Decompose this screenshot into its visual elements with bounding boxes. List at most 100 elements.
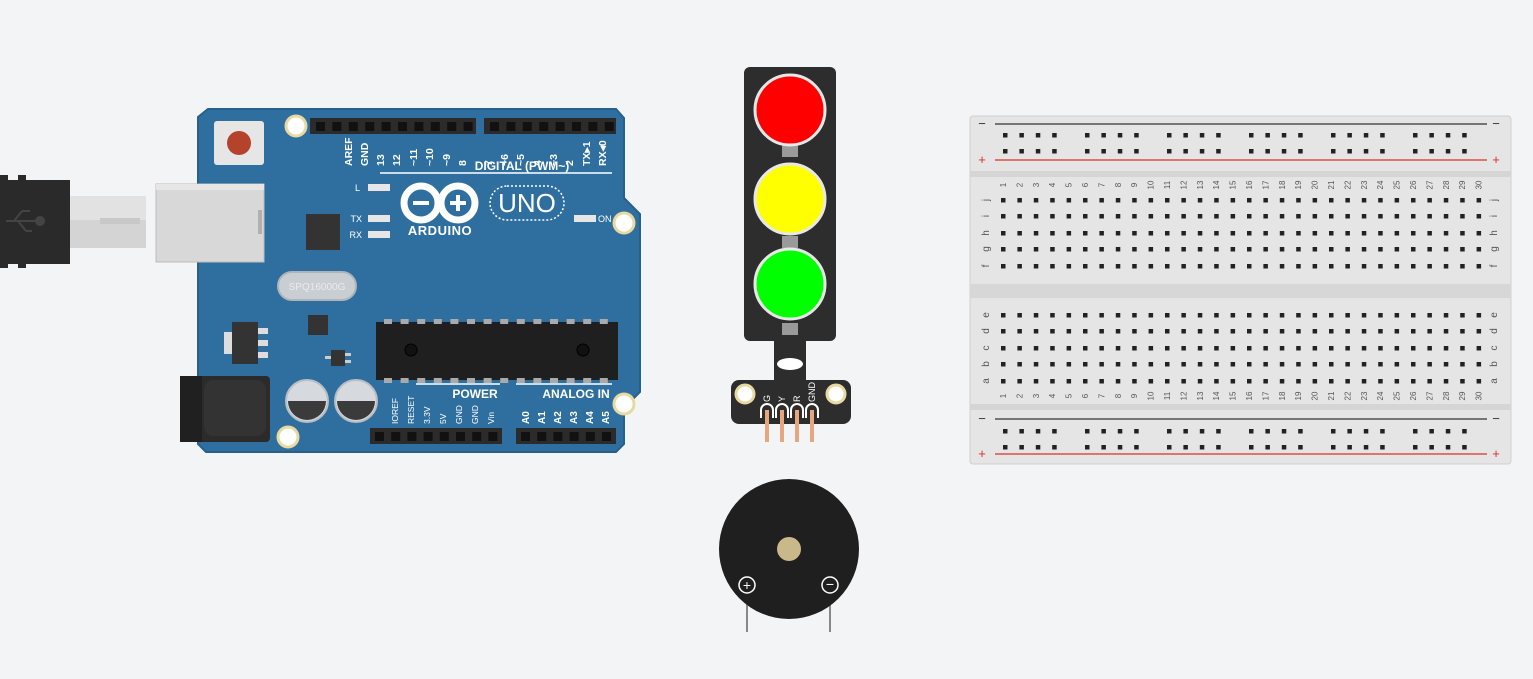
breadboard-hole[interactable] bbox=[1050, 379, 1055, 384]
traffic-light-pin[interactable] bbox=[780, 410, 784, 442]
breadboard-hole[interactable] bbox=[1427, 346, 1432, 351]
breadboard-hole[interactable] bbox=[1296, 198, 1301, 203]
rail-hole[interactable] bbox=[1199, 149, 1205, 154]
breadboard-hole[interactable] bbox=[1165, 346, 1170, 351]
digital-socket[interactable] bbox=[430, 122, 440, 131]
rail-hole[interactable] bbox=[1445, 429, 1451, 434]
breadboard-hole[interactable] bbox=[1197, 231, 1203, 236]
breadboard-hole[interactable] bbox=[1017, 313, 1022, 318]
breadboard-hole[interactable] bbox=[1296, 247, 1301, 252]
breadboard-hole[interactable] bbox=[1312, 231, 1318, 236]
breadboard-hole[interactable] bbox=[1214, 264, 1219, 269]
breadboard-hole[interactable] bbox=[1001, 264, 1006, 269]
rail-hole[interactable] bbox=[1117, 149, 1123, 154]
breadboard-hole[interactable] bbox=[1197, 329, 1203, 334]
rail-hole[interactable] bbox=[1199, 133, 1205, 138]
breadboard-hole[interactable] bbox=[1443, 362, 1449, 367]
breadboard-hole[interactable] bbox=[1066, 247, 1072, 252]
rail-hole[interactable] bbox=[1281, 149, 1287, 154]
rail-hole[interactable] bbox=[1249, 133, 1254, 138]
breadboard-hole[interactable] bbox=[1148, 214, 1154, 219]
breadboard-hole[interactable] bbox=[1050, 231, 1055, 236]
breadboard-hole[interactable] bbox=[1197, 346, 1203, 351]
rail-hole[interactable] bbox=[1462, 133, 1467, 138]
breadboard-hole[interactable] bbox=[1214, 346, 1219, 351]
breadboard-hole[interactable] bbox=[1296, 346, 1301, 351]
breadboard-hole[interactable] bbox=[1230, 198, 1236, 203]
rail-hole[interactable] bbox=[1331, 445, 1336, 450]
rail-hole[interactable] bbox=[1380, 445, 1385, 450]
breadboard-hole[interactable] bbox=[1476, 231, 1482, 236]
power-socket[interactable] bbox=[472, 432, 482, 441]
rail-hole[interactable] bbox=[1429, 133, 1434, 138]
breadboard-hole[interactable] bbox=[1050, 313, 1055, 318]
breadboard-hole[interactable] bbox=[1247, 379, 1252, 384]
breadboard-hole[interactable] bbox=[1312, 379, 1318, 384]
breadboard-hole[interactable] bbox=[1066, 313, 1072, 318]
breadboard-hole[interactable] bbox=[1427, 247, 1432, 252]
breadboard-hole[interactable] bbox=[1312, 362, 1318, 367]
rail-hole[interactable] bbox=[1216, 149, 1221, 154]
breadboard-hole[interactable] bbox=[1476, 329, 1482, 334]
breadboard-hole[interactable] bbox=[1263, 231, 1268, 236]
breadboard-hole[interactable] bbox=[1427, 379, 1432, 384]
breadboard-hole[interactable] bbox=[1443, 198, 1449, 203]
breadboard-hole[interactable] bbox=[1378, 346, 1383, 351]
breadboard-hole[interactable] bbox=[1066, 198, 1072, 203]
breadboard-hole[interactable] bbox=[1099, 264, 1104, 269]
digital-socket[interactable] bbox=[381, 122, 391, 131]
rail-hole[interactable] bbox=[1413, 429, 1418, 434]
breadboard-hole[interactable] bbox=[1394, 247, 1400, 252]
breadboard-hole[interactable] bbox=[1083, 247, 1088, 252]
breadboard-hole[interactable] bbox=[1181, 198, 1186, 203]
digital-socket[interactable] bbox=[316, 122, 325, 131]
breadboard-hole[interactable] bbox=[1033, 231, 1039, 236]
breadboard-hole[interactable] bbox=[1329, 214, 1334, 219]
breadboard-hole[interactable] bbox=[1181, 362, 1186, 367]
rail-hole[interactable] bbox=[1413, 149, 1418, 154]
rail-hole[interactable] bbox=[1462, 445, 1467, 450]
breadboard-hole[interactable] bbox=[1411, 346, 1416, 351]
breadboard-hole[interactable] bbox=[1197, 313, 1203, 318]
breadboard-hole[interactable] bbox=[1017, 264, 1022, 269]
breadboard-hole[interactable] bbox=[1345, 313, 1350, 318]
breadboard-hole[interactable] bbox=[1230, 214, 1236, 219]
rail-hole[interactable] bbox=[1003, 445, 1008, 450]
digital-socket[interactable] bbox=[365, 122, 375, 131]
breadboard-hole[interactable] bbox=[1247, 329, 1252, 334]
breadboard-hole[interactable] bbox=[1033, 198, 1039, 203]
breadboard-hole[interactable] bbox=[1378, 214, 1383, 219]
breadboard-hole[interactable] bbox=[1460, 214, 1465, 219]
breadboard-hole[interactable] bbox=[1443, 264, 1449, 269]
rail-hole[interactable] bbox=[1003, 429, 1008, 434]
breadboard-hole[interactable] bbox=[1411, 198, 1416, 203]
breadboard-hole[interactable] bbox=[1443, 214, 1449, 219]
breadboard-hole[interactable] bbox=[1329, 313, 1334, 318]
rail-hole[interactable] bbox=[1265, 445, 1270, 450]
rail-hole[interactable] bbox=[1281, 133, 1287, 138]
breadboard-hole[interactable] bbox=[1394, 214, 1400, 219]
breadboard-hole[interactable] bbox=[1247, 264, 1252, 269]
breadboard-hole[interactable] bbox=[1214, 214, 1219, 219]
rail-hole[interactable] bbox=[1134, 445, 1139, 450]
breadboard-hole[interactable] bbox=[1263, 198, 1268, 203]
breadboard-hole[interactable] bbox=[1181, 247, 1186, 252]
rail-hole[interactable] bbox=[1298, 149, 1303, 154]
breadboard-hole[interactable] bbox=[1033, 247, 1039, 252]
breadboard-hole[interactable] bbox=[1279, 214, 1285, 219]
breadboard-hole[interactable] bbox=[1394, 346, 1400, 351]
breadboard-hole[interactable] bbox=[1181, 379, 1186, 384]
breadboard-hole[interactable] bbox=[1017, 198, 1022, 203]
rail-hole[interactable] bbox=[1347, 149, 1352, 154]
breadboard-hole[interactable] bbox=[1378, 231, 1383, 236]
breadboard-hole[interactable] bbox=[1214, 313, 1219, 318]
breadboard-hole[interactable] bbox=[1312, 247, 1318, 252]
breadboard-hole[interactable] bbox=[1214, 231, 1219, 236]
power-socket[interactable] bbox=[423, 432, 433, 441]
breadboard-hole[interactable] bbox=[1001, 198, 1006, 203]
rail-hole[interactable] bbox=[1167, 429, 1172, 434]
breadboard-hole[interactable] bbox=[1033, 313, 1039, 318]
digital-socket[interactable] bbox=[506, 122, 516, 131]
breadboard-hole[interactable] bbox=[1345, 379, 1350, 384]
breadboard-hole[interactable] bbox=[1050, 362, 1055, 367]
